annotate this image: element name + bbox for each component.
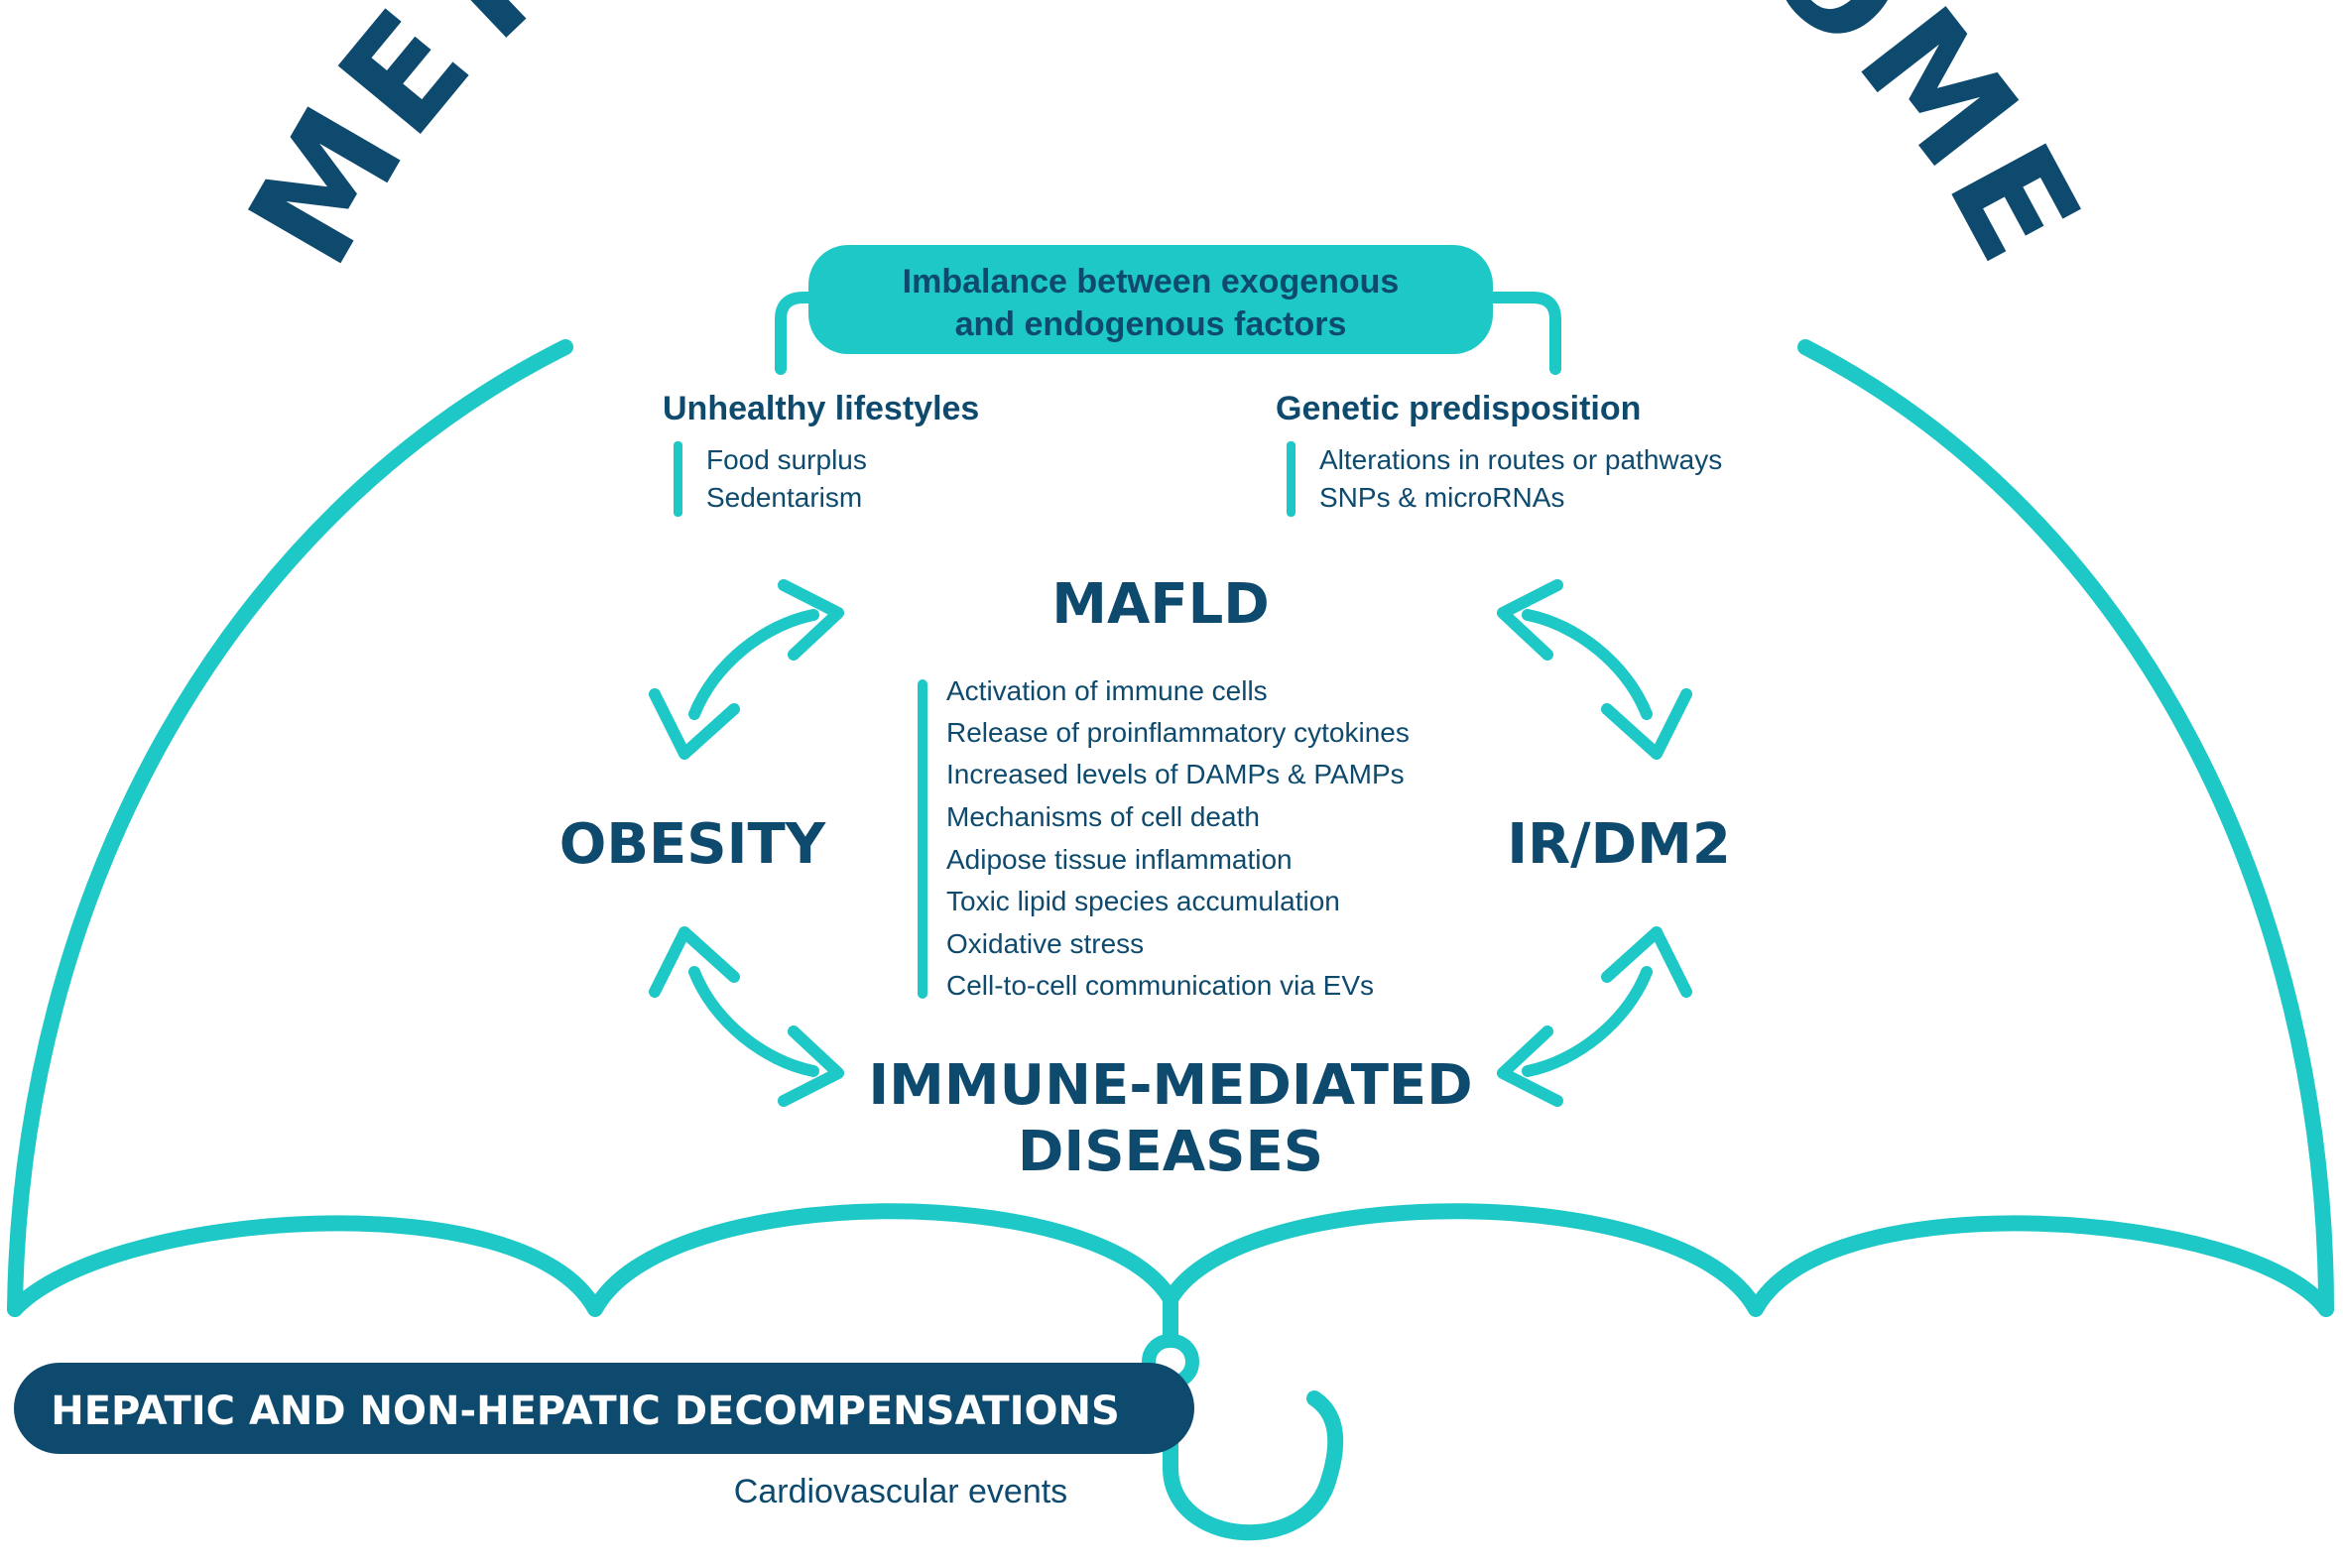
- double-arrow-icon: [649, 926, 844, 1107]
- node-immune-line2: DISEASES: [1018, 1120, 1323, 1184]
- lifestyle-bar: [674, 441, 682, 517]
- node-immune-line1: IMMUNE-MEDIATED: [868, 1053, 1472, 1118]
- mechanism-item: Cell-to-cell communication via EVs: [946, 970, 1374, 1001]
- mechanism-item: Release of proinflammatory cytokines: [946, 717, 1410, 748]
- genetic-bar: [1287, 441, 1295, 517]
- outcome-subtext: Cardiovascular events: [734, 1473, 1067, 1510]
- mechanism-item: Adipose tissue inflammation: [946, 844, 1293, 875]
- genetic-heading: Genetic predisposition: [1276, 390, 1641, 427]
- lifestyle-item-0: Food surplus: [706, 444, 867, 475]
- double-arrow-icon: [1497, 926, 1692, 1107]
- imbalance-line1: Imbalance between exogenous: [903, 263, 1400, 301]
- mechanisms-bar: [918, 679, 927, 999]
- node-mafld: MAFLD: [1051, 572, 1270, 637]
- genetic-item-0: Alterations in routes or pathways: [1319, 444, 1722, 475]
- mechanism-item: Activation of immune cells: [946, 675, 1268, 706]
- mechanism-item: Mechanisms of cell death: [946, 801, 1260, 832]
- outcome-banner-text: HEPATIC AND NON-HEPATIC DECOMPENSATIONS: [51, 1388, 1120, 1434]
- mechanisms-list: Activation of immune cells Release of pr…: [946, 675, 1410, 1001]
- mechanism-item: Increased levels of DAMPs & PAMPs: [946, 759, 1405, 789]
- mechanism-item: Oxidative stress: [946, 928, 1144, 959]
- node-obesity: OBESITY: [559, 812, 827, 877]
- genetic-item-1: SNPs & microRNAs: [1319, 482, 1564, 513]
- imbalance-line2: and endogenous factors: [955, 305, 1347, 343]
- imbalance-pill: [808, 245, 1493, 354]
- double-arrow-icon: [649, 579, 844, 760]
- lifestyle-heading: Unhealthy lifestyles: [663, 390, 979, 427]
- double-arrow-icon: [1497, 579, 1692, 760]
- outcome-banner: [14, 1363, 1194, 1454]
- node-irdm2: IR/DM2: [1507, 812, 1731, 877]
- lifestyle-item-1: Sedentarism: [706, 482, 862, 513]
- umbrella-canopy-outline: [7, 339, 2334, 1317]
- umbrella-handle: [1163, 1291, 1344, 1541]
- mechanism-item: Toxic lipid species accumulation: [946, 886, 1340, 916]
